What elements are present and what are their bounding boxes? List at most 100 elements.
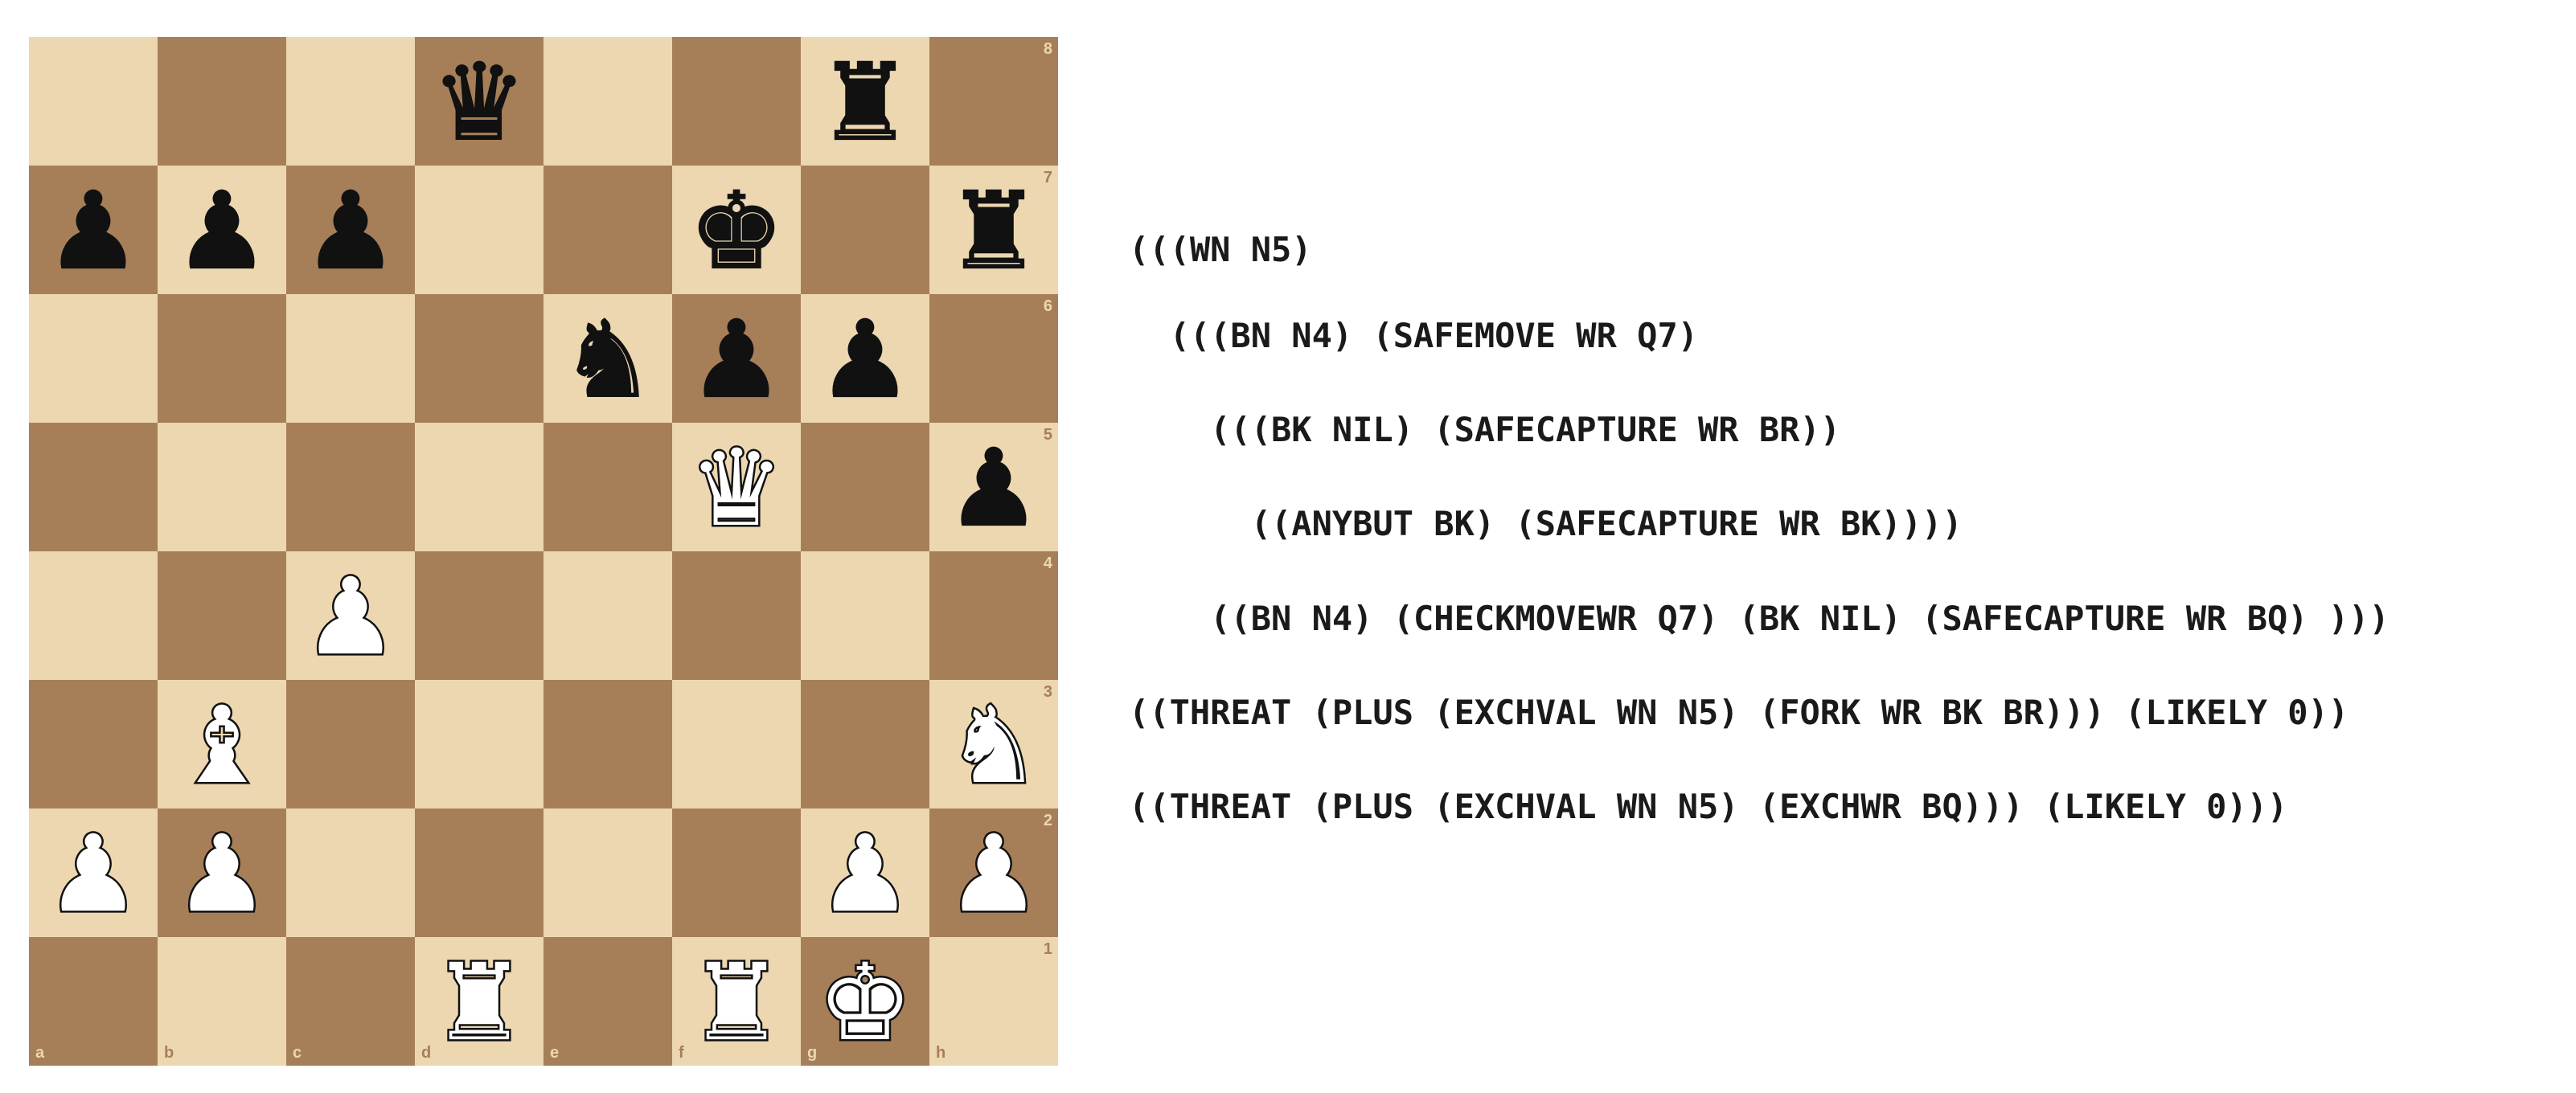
rank-label: 1 <box>1043 940 1052 958</box>
square-g6[interactable]: ♟ <box>801 294 929 423</box>
square-g4[interactable] <box>801 551 929 680</box>
square-c6[interactable] <box>286 294 415 423</box>
white-pawn-icon[interactable]: ♟ <box>944 813 1043 936</box>
square-b4[interactable] <box>158 551 286 680</box>
square-g5[interactable] <box>801 423 929 551</box>
square-g3[interactable] <box>801 680 929 808</box>
black-pawn-icon[interactable]: ♟ <box>817 298 913 422</box>
square-h8[interactable]: 8 <box>929 37 1058 166</box>
square-d7[interactable] <box>415 166 544 294</box>
square-d3[interactable] <box>415 680 544 808</box>
white-pawn-icon[interactable]: ♟ <box>301 555 400 679</box>
black-rook-icon[interactable]: ♜ <box>817 41 913 165</box>
square-f4[interactable] <box>672 551 801 680</box>
black-pawn-icon[interactable]: ♟ <box>688 298 785 422</box>
rank-label: 4 <box>1043 555 1052 572</box>
file-label: h <box>936 1044 946 1062</box>
white-king-icon[interactable]: ♚ <box>815 941 914 1065</box>
square-a6[interactable] <box>29 294 158 423</box>
white-bishop-icon[interactable]: ♝ <box>172 684 271 808</box>
square-h3[interactable]: 3♞ <box>929 680 1058 808</box>
square-b5[interactable] <box>158 423 286 551</box>
black-knight-icon[interactable]: ♞ <box>560 298 656 422</box>
square-d4[interactable] <box>415 551 544 680</box>
file-label: f <box>679 1044 684 1062</box>
square-a5[interactable] <box>29 423 158 551</box>
square-e2[interactable] <box>544 808 672 937</box>
black-pawn-icon[interactable]: ♟ <box>302 170 399 293</box>
rank-label: 8 <box>1043 40 1052 58</box>
white-rook-icon[interactable]: ♜ <box>687 941 786 1065</box>
square-d5[interactable] <box>415 423 544 551</box>
square-c8[interactable] <box>286 37 415 166</box>
black-pawn-icon[interactable]: ♟ <box>45 170 142 293</box>
file-label: b <box>164 1044 174 1062</box>
black-pawn-icon[interactable]: ♟ <box>945 427 1042 551</box>
square-f3[interactable] <box>672 680 801 808</box>
square-e8[interactable] <box>544 37 672 166</box>
square-h5[interactable]: 5♟ <box>929 423 1058 551</box>
analysis-line: (((BN N4) (SAFEMOVE WR Q7) <box>1129 316 1699 355</box>
rank-label: 7 <box>1043 169 1052 186</box>
square-g8[interactable]: ♜ <box>801 37 929 166</box>
square-h7[interactable]: 7♜ <box>929 166 1058 294</box>
square-h4[interactable]: 4 <box>929 551 1058 680</box>
black-pawn-icon[interactable]: ♟ <box>174 170 270 293</box>
square-d8[interactable]: ♛ <box>415 37 544 166</box>
square-f2[interactable] <box>672 808 801 937</box>
file-label: d <box>421 1044 432 1062</box>
square-e7[interactable] <box>544 166 672 294</box>
square-f7[interactable]: ♚ <box>672 166 801 294</box>
white-rook-icon[interactable]: ♜ <box>429 941 528 1065</box>
square-c3[interactable] <box>286 680 415 808</box>
square-b1[interactable]: b <box>158 937 286 1066</box>
black-rook-icon[interactable]: ♜ <box>945 170 1042 293</box>
square-d2[interactable] <box>415 808 544 937</box>
square-e3[interactable] <box>544 680 672 808</box>
square-f5[interactable]: ♛ <box>672 423 801 551</box>
square-b7[interactable]: ♟ <box>158 166 286 294</box>
square-c4[interactable]: ♟ <box>286 551 415 680</box>
white-pawn-icon[interactable]: ♟ <box>172 813 271 936</box>
white-knight-icon[interactable]: ♞ <box>944 684 1043 808</box>
white-pawn-icon[interactable]: ♟ <box>43 813 142 936</box>
square-a4[interactable] <box>29 551 158 680</box>
white-pawn-icon[interactable]: ♟ <box>815 813 914 936</box>
square-e5[interactable] <box>544 423 672 551</box>
rank-label: 5 <box>1043 426 1052 444</box>
square-a8[interactable] <box>29 37 158 166</box>
square-a3[interactable] <box>29 680 158 808</box>
square-e4[interactable] <box>544 551 672 680</box>
square-b3[interactable]: ♝ <box>158 680 286 808</box>
square-g7[interactable] <box>801 166 929 294</box>
square-e6[interactable]: ♞ <box>544 294 672 423</box>
square-h2[interactable]: 2♟ <box>929 808 1058 937</box>
white-queen-icon[interactable]: ♛ <box>687 427 786 551</box>
square-c2[interactable] <box>286 808 415 937</box>
square-c1[interactable]: c <box>286 937 415 1066</box>
black-queen-icon[interactable]: ♛ <box>431 41 527 165</box>
square-b8[interactable] <box>158 37 286 166</box>
analysis-line: ((THREAT (PLUS (EXCHVAL WN N5) (FORK WR … <box>1129 693 2349 732</box>
square-a2[interactable]: ♟ <box>29 808 158 937</box>
square-h6[interactable]: 6 <box>929 294 1058 423</box>
analysis-line: ((ANYBUT BK) (SAFECAPTURE WR BK)))) <box>1129 504 1963 543</box>
square-d1[interactable]: d♜ <box>415 937 544 1066</box>
black-king-icon[interactable]: ♚ <box>688 170 785 293</box>
square-a1[interactable]: a <box>29 937 158 1066</box>
square-f1[interactable]: f♜ <box>672 937 801 1066</box>
square-b6[interactable] <box>158 294 286 423</box>
square-f6[interactable]: ♟ <box>672 294 801 423</box>
square-g2[interactable]: ♟ <box>801 808 929 937</box>
square-c7[interactable]: ♟ <box>286 166 415 294</box>
square-c5[interactable] <box>286 423 415 551</box>
square-g1[interactable]: g♚ <box>801 937 929 1066</box>
square-d6[interactable] <box>415 294 544 423</box>
square-b2[interactable]: ♟ <box>158 808 286 937</box>
square-f8[interactable] <box>672 37 801 166</box>
analysis-line: ((BN N4) (CHECKMOVEWR Q7) (BK NIL) (SAFE… <box>1129 599 2389 638</box>
square-e1[interactable]: e <box>544 937 672 1066</box>
square-a7[interactable]: ♟ <box>29 166 158 294</box>
